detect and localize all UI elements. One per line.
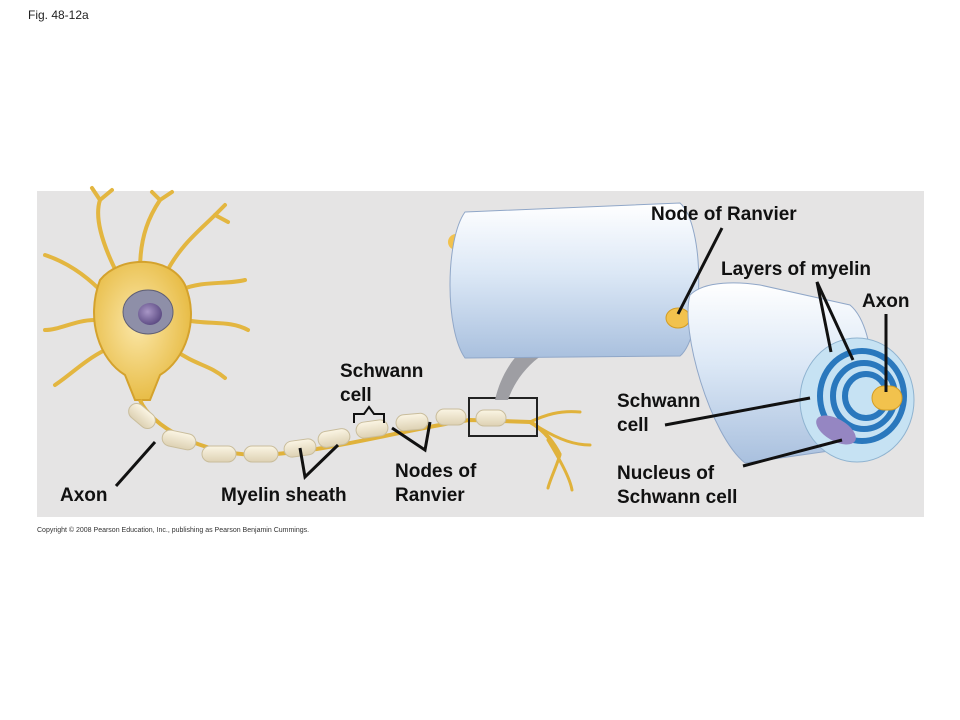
leader-lines — [114, 227, 888, 487]
label-schwann-cell-right: Schwann cell — [617, 391, 701, 436]
label-schwann-cell-mid: Schwann cell — [340, 361, 424, 406]
myelin-segments — [128, 403, 507, 463]
label-axon-right: Axon — [862, 291, 910, 312]
copyright-notice: Copyright © 2008 Pearson Education, Inc.… — [37, 527, 310, 534]
schwann-cylinder-1 — [449, 202, 700, 359]
axon-terminals — [528, 410, 592, 492]
label-axon-left: Axon — [60, 485, 108, 506]
label-myelin-sheath: Myelin sheath — [221, 485, 347, 506]
cross-section — [799, 337, 915, 463]
label-nodes-of-ranvier: Nodes of Ranvier — [395, 461, 477, 506]
label-layers-of-myelin: Layers of myelin — [721, 259, 871, 280]
schwann-nucleus-icon — [816, 415, 856, 445]
label-nucleus-of-schwann-cell: Nucleus of Schwann cell — [617, 463, 738, 508]
label-node-of-ranvier: Node of Ranvier — [651, 204, 797, 225]
dendrites — [43, 186, 250, 387]
figure-label: Fig. 48-12a — [28, 8, 89, 22]
axon-fiber — [138, 399, 562, 458]
